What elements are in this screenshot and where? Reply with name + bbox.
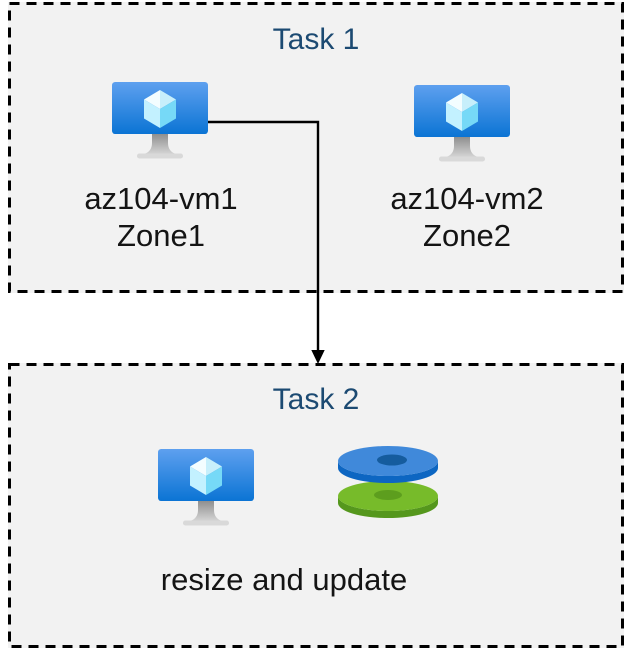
task1-title: Task 1 <box>272 23 360 56</box>
vm2-name: az104-vm2 <box>390 181 544 216</box>
vm1-name: az104-vm1 <box>84 181 238 216</box>
vm1-label: az104-vm1 Zone1 <box>51 180 271 254</box>
vm2-zone: Zone2 <box>423 218 511 253</box>
vm2-label: az104-vm2 Zone2 <box>357 180 577 254</box>
managed-disks-icon <box>338 446 438 518</box>
task2-title: Task 2 <box>272 383 360 416</box>
task2-group-box: Task 2 <box>8 363 624 648</box>
task2-caption: resize and update <box>160 562 408 597</box>
vm1-zone: Zone1 <box>117 218 205 253</box>
virtual-machine-icon <box>158 449 254 526</box>
virtual-machine-icon <box>414 85 510 162</box>
virtual-machine-icon <box>112 82 208 159</box>
